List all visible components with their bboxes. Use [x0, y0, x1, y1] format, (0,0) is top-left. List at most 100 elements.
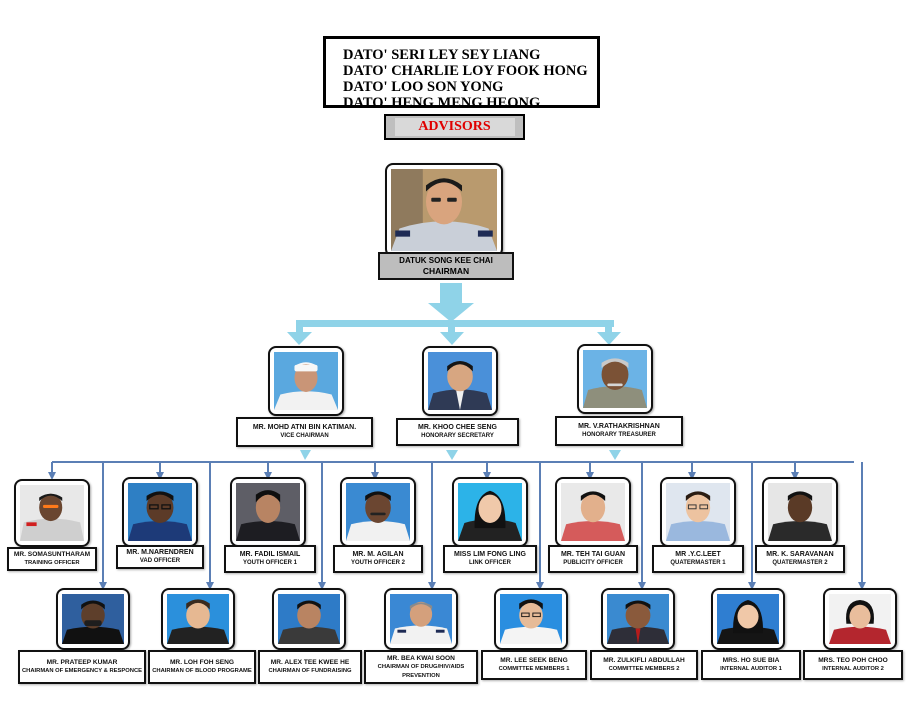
- vice-chairman-photo: [268, 346, 344, 416]
- member-name: MR. K. SARAVANAN: [766, 551, 834, 558]
- member-photo: [272, 588, 346, 650]
- portrait-image: [717, 594, 779, 644]
- officer-label: MR. V.RATHAKRISHNAN HONORARY TREASURER: [555, 416, 683, 446]
- member-photo: [384, 588, 458, 650]
- member-role: CHAIRMAN OF EMERGENCY & RESPONCE: [21, 668, 143, 674]
- member-label: MISS LIM FONG LING LINK OFFICER: [443, 545, 537, 573]
- member-label: MR .Y.C.LEET QUATERMASTER 1: [652, 545, 744, 573]
- member-name: MR. M. AGILAN: [352, 551, 404, 558]
- member-role: YOUTH OFFICER 2: [350, 560, 405, 566]
- member-role: CHAIRMAN OF DRUG/HIV/AIDS PREVENTION: [377, 663, 465, 679]
- portrait-image: [20, 485, 84, 541]
- member-photo: [452, 477, 528, 547]
- portrait-image: [666, 483, 730, 541]
- member-label: MRS. TEO POH CHOO INTERNAL AUDITOR 2: [803, 650, 903, 680]
- member-label: MRS. HO SUE BIA INTERNAL AUDITOR 1: [701, 650, 801, 680]
- member-name: MR. LOH FOH SENG: [169, 659, 235, 666]
- member-photo: [555, 477, 631, 547]
- member-role: VAD OFFICER: [139, 558, 181, 564]
- member-photo: [711, 588, 785, 650]
- portrait-image: [128, 483, 192, 541]
- member-photo: [230, 477, 306, 547]
- advisor-name: DATO' LOO SON YONG: [343, 79, 504, 95]
- member-name: MRS. HO SUE BIA: [722, 657, 780, 664]
- member-label: MR. ALEX TEE KWEE HE CHAIRMAN OF FUNDRAI…: [258, 650, 362, 684]
- member-label: MR. BEA KWAI SOON CHAIRMAN OF DRUG/HIV/A…: [364, 650, 478, 684]
- member-name: MR. SOMASUNTHARAM: [13, 551, 91, 558]
- portrait-image: [167, 594, 229, 644]
- member-photo: [122, 477, 198, 547]
- member-role: LINK OFFICER: [469, 560, 511, 566]
- officer-name: MR. KHOO CHEE SENG: [418, 424, 497, 431]
- portrait-image: [561, 483, 625, 541]
- member-name: MR. LEE SEEK BENG: [500, 657, 568, 664]
- portrait-image: [428, 352, 492, 410]
- member-label: MR. M. AGILAN YOUTH OFFICER 2: [333, 545, 423, 573]
- secretary-photo: [422, 346, 498, 416]
- treasurer-photo: [577, 344, 653, 414]
- member-name: MRS. TEO POH CHOO: [818, 657, 888, 664]
- chairman-role: CHAIRMAN: [422, 266, 470, 276]
- member-photo: [56, 588, 130, 650]
- member-photo: [494, 588, 568, 650]
- portrait-image: [236, 483, 300, 541]
- member-role: QUATERMASTER 1: [670, 560, 726, 566]
- member-photo: [601, 588, 675, 650]
- officer-role: VICE CHAIRMAN: [280, 433, 329, 439]
- member-role: TRAINING OFFICER: [24, 560, 80, 566]
- portrait-image: [391, 169, 497, 251]
- member-name: MISS LIM FONG LING: [454, 551, 526, 558]
- member-photo: [14, 479, 90, 547]
- officer-name: MR. V.RATHAKRISHNAN: [578, 423, 660, 430]
- member-name: MR. BEA KWAI SOON: [387, 654, 455, 662]
- member-label: MR. M.NARENDREN VAD OFFICER: [116, 545, 204, 569]
- officer-role: HONORARY TREASURER: [582, 432, 656, 438]
- portrait-image: [583, 350, 647, 408]
- advisors-label: ADVISORS: [394, 118, 515, 136]
- member-label: MR. ZULKIFLI ABDULLAH COMMITTEE MEMBERS …: [590, 650, 698, 680]
- member-label: MR. K. SARAVANAN QUATERMASTER 2: [755, 545, 845, 573]
- member-name: MR. ALEX TEE KWEE HE: [270, 659, 350, 666]
- portrait-image: [346, 483, 410, 541]
- member-role: COMMITTEE MEMBERS 2: [608, 666, 680, 672]
- member-name: MR. M.NARENDREN: [126, 549, 194, 556]
- chairman-label: DATUK SONG KEE CHAI CHAIRMAN: [378, 252, 514, 280]
- member-role: CHAIRMAN OF BLOOD PROGRAME: [152, 668, 252, 674]
- member-photo: [823, 588, 897, 650]
- member-label: MR. TEH TAI GUAN PUBLICITY OFFICER: [548, 545, 638, 573]
- advisors-list: DATO' SERI LEY SEY LIANG DATO' CHARLIE L…: [323, 36, 600, 111]
- member-role: PUBLICITY OFFICER: [563, 560, 623, 566]
- member-photo: [161, 588, 235, 650]
- member-label: MR. LOH FOH SENG CHAIRMAN OF BLOOD PROGR…: [148, 650, 256, 684]
- portrait-image: [274, 352, 338, 410]
- member-label: MR. FADIL ISMAIL YOUTH OFFICER 1: [224, 545, 316, 573]
- member-label: MR. LEE SEEK BENG COMMITTEE MEMBERS 1: [481, 650, 587, 680]
- chairman-name: DATUK SONG KEE CHAI: [399, 256, 493, 265]
- member-photo: [762, 477, 838, 547]
- member-name: MR. FADIL ISMAIL: [239, 551, 301, 558]
- member-role: YOUTH OFFICER 1: [242, 560, 297, 566]
- member-role: INTERNAL AUDITOR 1: [720, 666, 782, 672]
- advisors-label-box: ADVISORS: [384, 114, 525, 140]
- portrait-image: [829, 594, 891, 644]
- member-photo: [660, 477, 736, 547]
- advisor-name: DATO' CHARLIE LOY FOOK HONG: [343, 63, 588, 79]
- officer-label: MR. MOHD ATNI BIN KATIMAN. VICE CHAIRMAN: [236, 417, 373, 447]
- officer-name: MR. MOHD ATNI BIN KATIMAN.: [252, 424, 357, 431]
- portrait-image: [278, 594, 340, 644]
- member-role: INTERNAL AUDITOR 2: [822, 666, 884, 672]
- advisor-name: DATO' HENG MENG HEONG: [343, 95, 541, 111]
- officer-role: HONORARY SECRETARY: [421, 433, 494, 439]
- member-name: MR. PRATEEP KUMAR: [46, 659, 118, 666]
- member-name: MR .Y.C.LEET: [675, 551, 721, 558]
- member-label: MR. SOMASUNTHARAM TRAINING OFFICER: [7, 547, 97, 571]
- portrait-image: [768, 483, 832, 541]
- portrait-image: [607, 594, 669, 644]
- officer-label: MR. KHOO CHEE SENG HONORARY SECRETARY: [396, 418, 519, 446]
- portrait-image: [500, 594, 562, 644]
- member-label: MR. PRATEEP KUMAR CHAIRMAN OF EMERGENCY …: [18, 650, 146, 684]
- portrait-image: [390, 594, 452, 644]
- advisor-name: DATO' SERI LEY SEY LIANG: [343, 47, 541, 63]
